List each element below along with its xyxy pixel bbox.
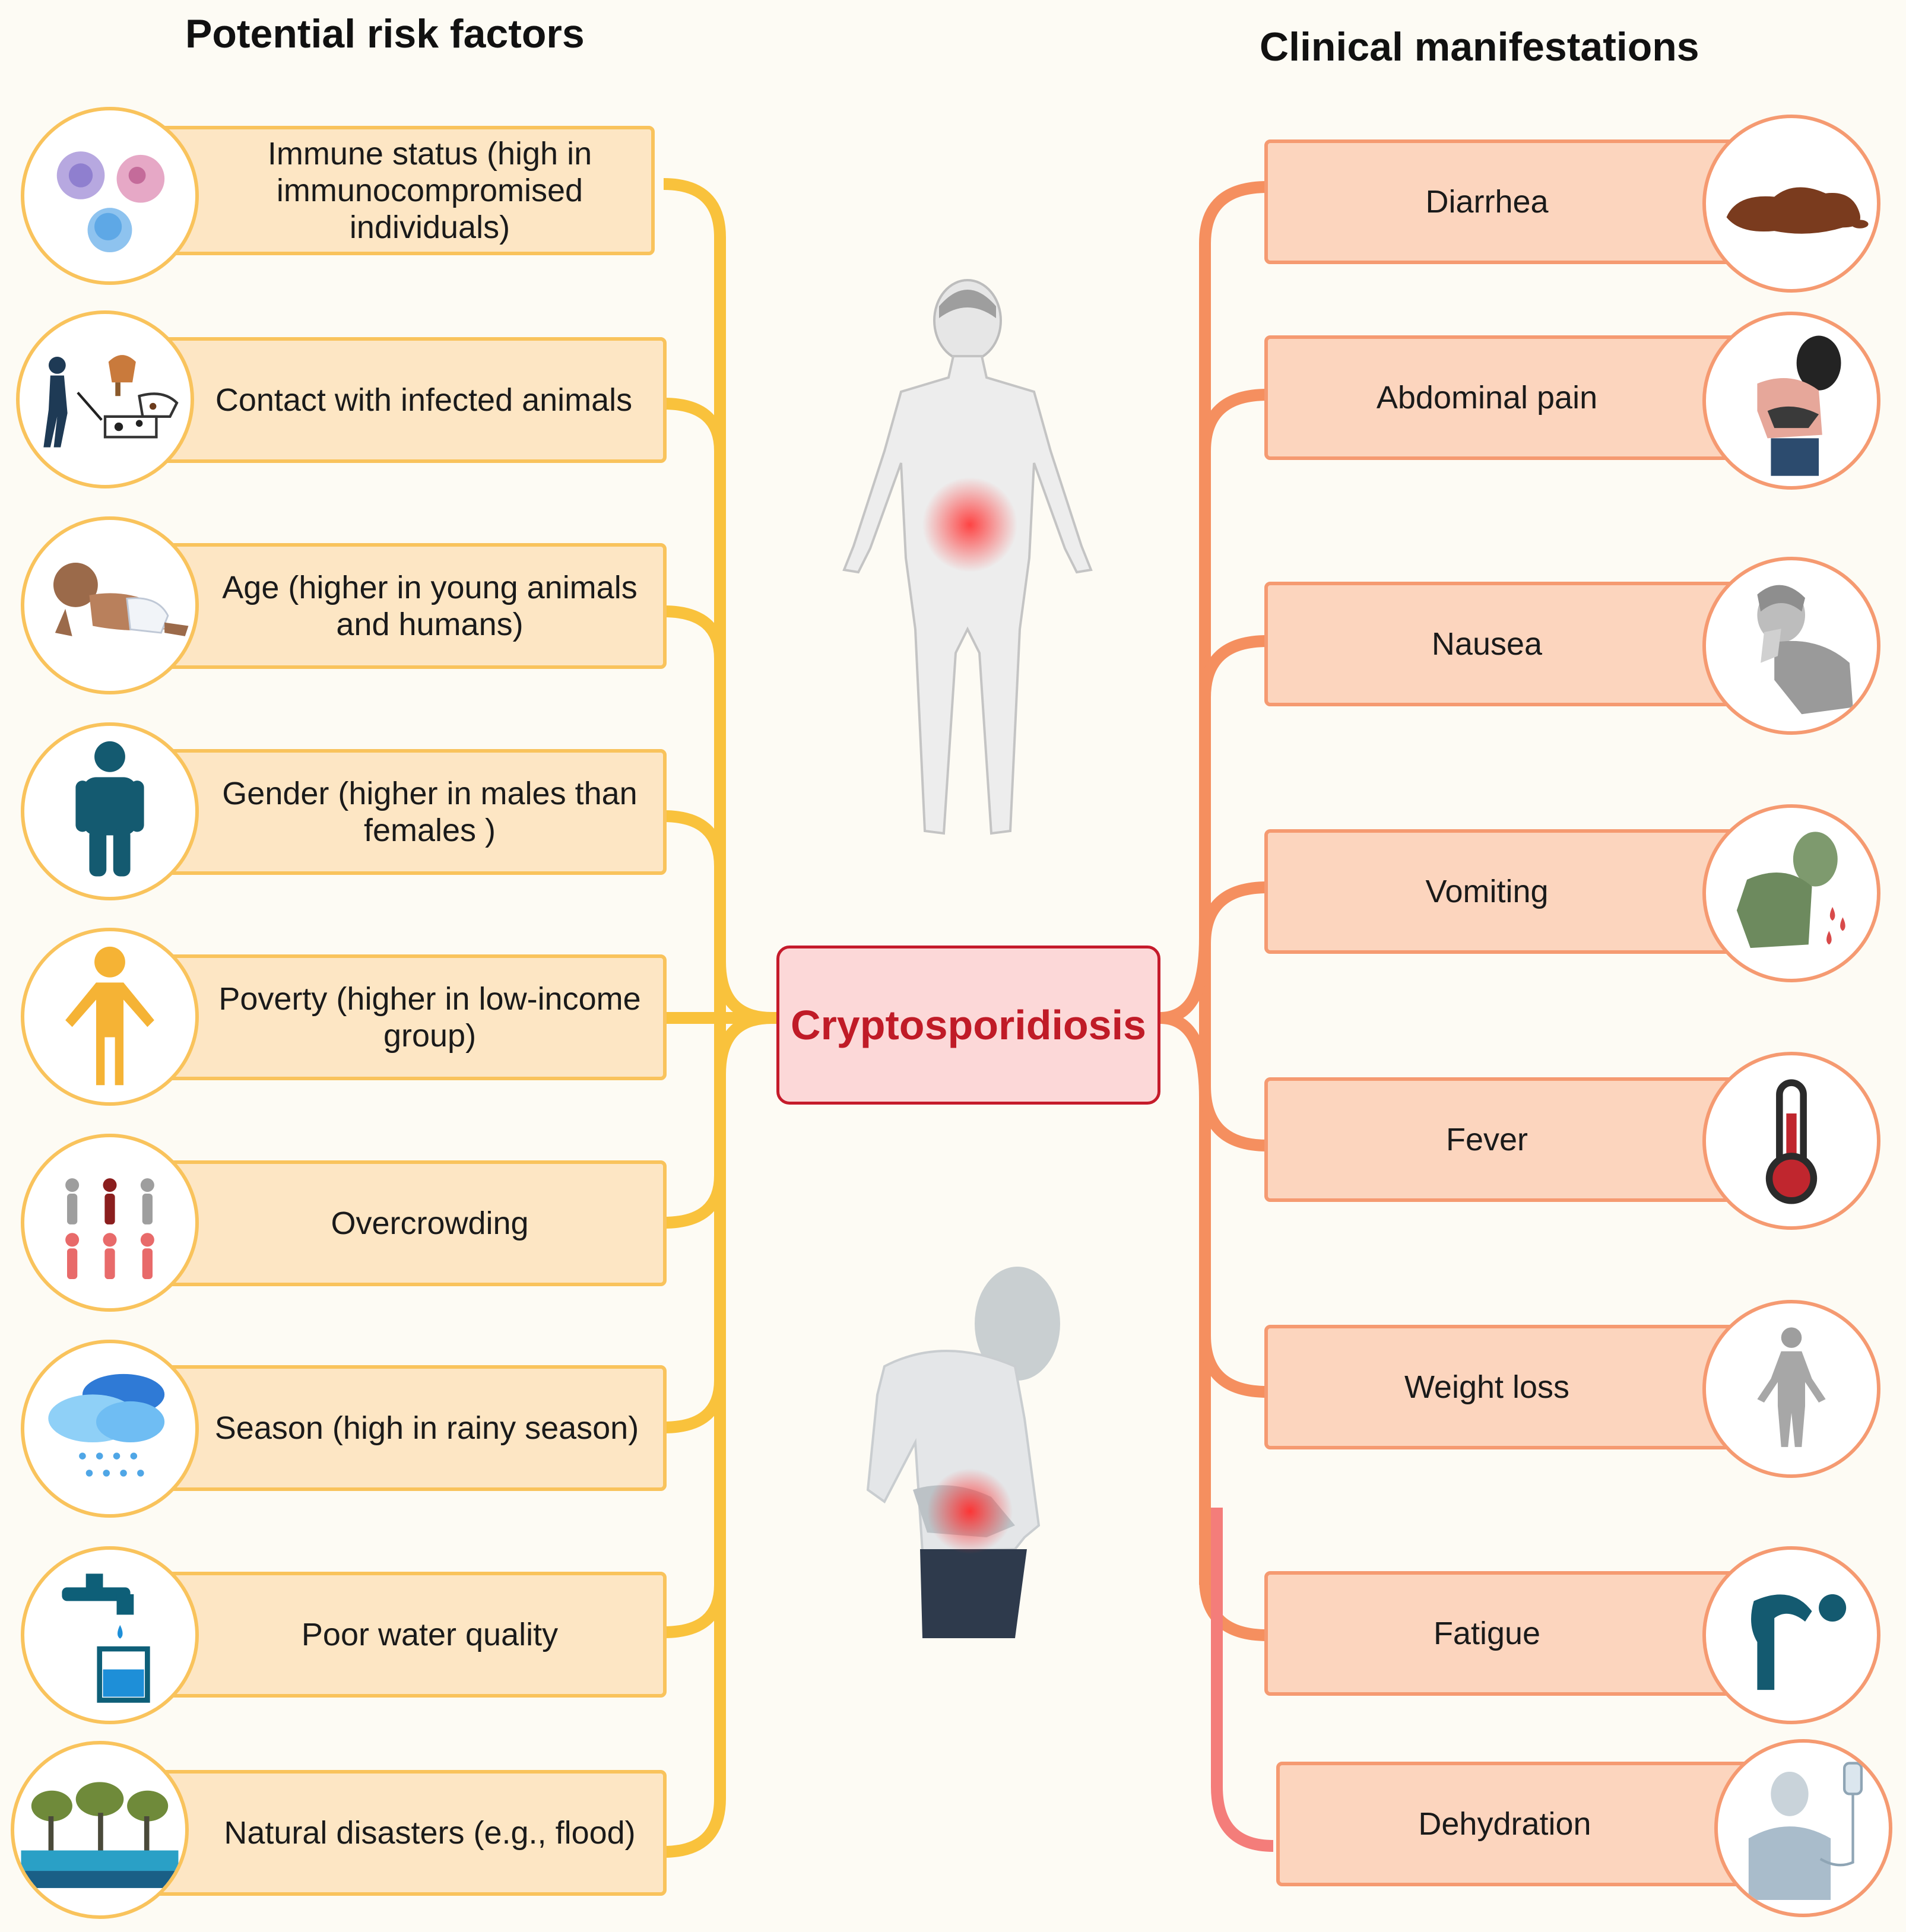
risk-connector-5 (714, 961, 772, 1075)
clinical-label-diarrhea: Diarrhea (1425, 184, 1549, 220)
dehydration-icon (1714, 1739, 1892, 1917)
center-node: Cryptosporidiosis (776, 946, 1160, 1105)
clinical-connector-4 (1199, 1086, 1268, 1151)
risk-connector-3 (663, 810, 726, 867)
abdominal-pain-figure (837, 1252, 1098, 1638)
risk-label-disasters: Natural disasters (e.g., flood) (224, 1815, 636, 1851)
weight-loss-icon (1702, 1300, 1880, 1478)
risk-label-water: Poor water quality (301, 1617, 559, 1652)
thin-person-icon (21, 928, 199, 1106)
risk-box-immune: Immune status (high in immunocompromised… (151, 126, 655, 255)
nausea-icon (1702, 557, 1880, 735)
risk-box-water: Poor water quality (151, 1572, 667, 1698)
left-title: Potential risk factors (185, 11, 585, 56)
clinical-label-nausea: Nausea (1431, 626, 1543, 662)
risk-label-gender: Gender (higher in males than females ) (222, 776, 638, 848)
flood-icon (11, 1741, 189, 1919)
clinical-connector-bottom (1160, 1012, 1211, 1099)
risk-label-age: Age (higher in young animals and humans) (222, 570, 638, 642)
risk-label-immune: Immune status (high in immunocompromised… (267, 136, 592, 245)
clinical-connector-top (1160, 937, 1211, 1024)
baby-icon (21, 516, 199, 694)
clinical-box-vomiting: Vomiting (1264, 829, 1787, 954)
clinical-connector-7 (1211, 1508, 1274, 1852)
clinical-connector-3 (1199, 881, 1268, 944)
clinical-connector-trunk (1199, 181, 1268, 1585)
risk-box-age: Age (higher in young animals and humans) (151, 543, 667, 669)
clinical-box-fatigue: Fatigue (1264, 1571, 1787, 1696)
clinical-label-abdominal-pain: Abdominal pain (1376, 380, 1598, 415)
water-tap-icon (21, 1546, 199, 1724)
risk-box-poverty: Poverty (higher in low-income group) (151, 954, 667, 1080)
clinical-box-dehydration: Dehydration (1276, 1762, 1799, 1886)
risk-label-overcrowding: Overcrowding (331, 1205, 529, 1241)
risk-connector-2 (663, 605, 726, 659)
risk-connector-8 (663, 1584, 726, 1638)
clinical-connector-2 (1199, 635, 1268, 698)
rain-cloud-icon (21, 1340, 199, 1518)
diarrhea-icon (1702, 115, 1880, 293)
abdominal-pain-icon (1702, 312, 1880, 490)
clinical-box-diarrhea: Diarrhea (1264, 139, 1787, 264)
crowd-icon (21, 1134, 199, 1312)
clinical-label-vomiting: Vomiting (1425, 874, 1549, 909)
fatigue-icon (1702, 1546, 1880, 1724)
vomiting-icon (1702, 804, 1880, 982)
risk-label-season: Season (high in rainy season) (214, 1410, 639, 1446)
risk-box-overcrowding: Overcrowding (151, 1160, 667, 1286)
risk-label-poverty: Poverty (higher in low-income group) (218, 981, 641, 1054)
clinical-connector-5 (1199, 1335, 1268, 1398)
human-body-figure (801, 273, 1134, 867)
risk-label-animals: Contact with infected animals (215, 382, 633, 418)
clinical-box-nausea: Nausea (1264, 582, 1787, 706)
right-title: Clinical manifestations (1260, 24, 1699, 69)
risk-connector-7 (663, 1379, 726, 1433)
person-animals-icon (16, 310, 194, 488)
immune-cells-icon (21, 107, 199, 285)
thermometer-icon (1702, 1052, 1880, 1230)
male-icon (21, 722, 199, 900)
clinical-label-weight-loss: Weight loss (1404, 1369, 1570, 1405)
clinical-label-fatigue: Fatigue (1433, 1616, 1541, 1651)
clinical-box-weight-loss: Weight loss (1264, 1325, 1787, 1449)
risk-connector-6 (663, 1175, 726, 1229)
risk-box-disasters: Natural disasters (e.g., flood) (151, 1770, 667, 1896)
clinical-connector-1 (1199, 389, 1268, 452)
risk-box-gender: Gender (higher in males than females ) (151, 749, 667, 875)
risk-box-animals: Contact with infected animals (151, 337, 667, 463)
clinical-label-dehydration: Dehydration (1418, 1806, 1591, 1842)
clinical-box-abdominal-pain: Abdominal pain (1264, 335, 1787, 460)
clinical-label-fever: Fever (1445, 1122, 1528, 1157)
risk-connector-1 (663, 398, 726, 452)
risk-box-season: Season (high in rainy season) (151, 1365, 667, 1491)
